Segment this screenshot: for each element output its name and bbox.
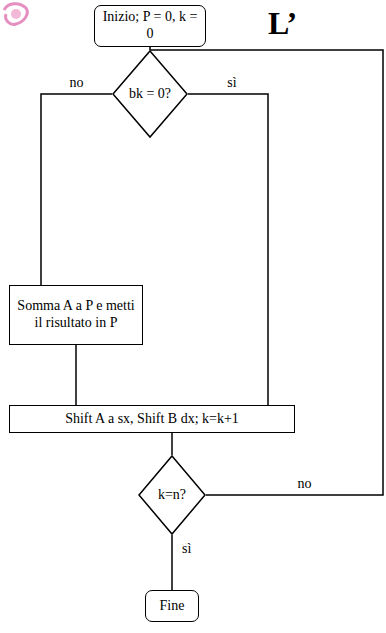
node-text: k=n?: [158, 487, 186, 504]
flow-line: [75, 345, 77, 405]
node-text: bk = 0?: [129, 86, 171, 103]
flow-line: [188, 94, 268, 405]
branch-label: sì: [225, 75, 238, 90]
branch-label: no: [68, 75, 86, 90]
flow-line: [171, 535, 173, 590]
node-text: Inizio; P = 0, k = 0: [100, 9, 200, 43]
logo-mark: [0, 0, 34, 34]
node-text: Fine: [160, 598, 185, 615]
decision-diamond: bk = 0?: [112, 50, 188, 138]
decision-diamond: k=n?: [138, 455, 206, 535]
node-text: Shift A a sx, Shift B dx; k=k+1: [65, 411, 239, 428]
process-box: Somma A a P e metti il risultato in P: [9, 285, 143, 345]
node-text: Somma A a P e metti il risultato in P: [14, 298, 138, 332]
process-box: Shift A a sx, Shift B dx; k=k+1: [9, 405, 295, 433]
end-box: Fine: [145, 590, 199, 622]
start-box: Inizio; P = 0, k = 0: [94, 5, 206, 47]
flow-line: [41, 94, 112, 285]
branch-label: no: [296, 476, 314, 491]
branch-label: sì: [180, 541, 193, 556]
flow-line: [171, 433, 173, 455]
title: L’: [268, 6, 297, 41]
